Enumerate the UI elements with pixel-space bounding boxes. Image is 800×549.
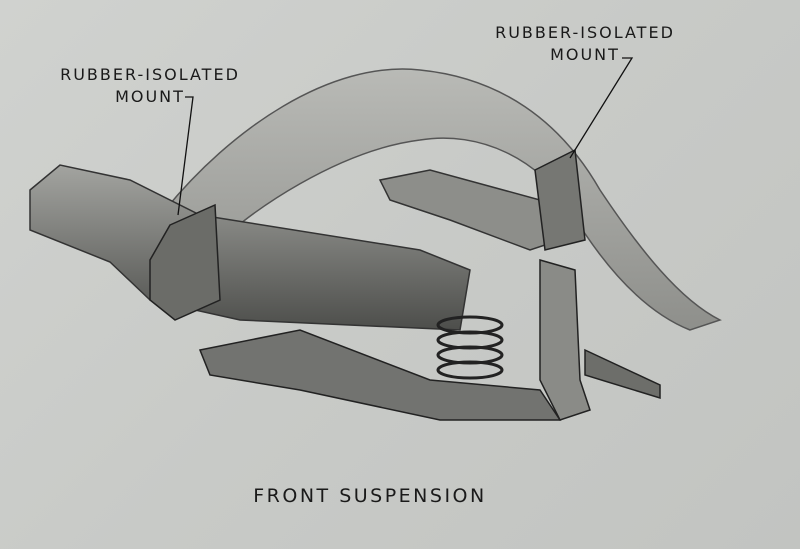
label-rubber-isolated-mount-left: RUBBER-ISOLATED MOUNT (40, 64, 260, 108)
label-line: RUBBER-ISOLATED (60, 65, 240, 84)
label-rubber-isolated-mount-right: RUBBER-ISOLATED MOUNT (470, 22, 700, 66)
figure-caption: FRONT SUSPENSION (253, 485, 487, 507)
leader-line-left (177, 96, 194, 216)
frame-rail (29, 164, 471, 331)
lower-control-arm (198, 329, 562, 421)
left-rubber-mount (149, 203, 221, 321)
label-line: MOUNT (115, 87, 185, 106)
spindle (584, 348, 661, 400)
coil-spring (436, 315, 504, 380)
label-line: MOUNT (550, 45, 620, 64)
fender-apron (163, 68, 722, 331)
upper-control-arm (378, 169, 562, 251)
label-line: RUBBER-ISOLATED (495, 23, 675, 42)
leader-line-right (569, 57, 634, 159)
steering-knuckle (539, 259, 591, 421)
right-rubber-mount (534, 148, 586, 251)
